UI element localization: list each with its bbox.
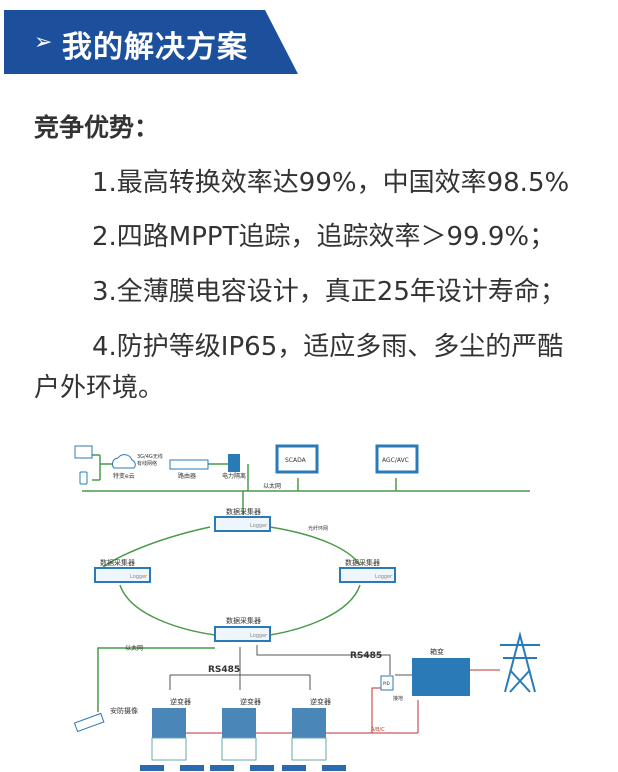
- cloud-label: 特变e云: [113, 472, 135, 480]
- agc-monitor-icon: [375, 444, 419, 474]
- phone-icon: [79, 471, 88, 485]
- advantage-item: 3.全薄膜电容设计，真正25年设计寿命；: [92, 277, 566, 307]
- rs485-label: RS485: [208, 665, 240, 675]
- system-diagram: 特变e云 3G/4G无线 有线网络 路由器 电力隔离 SCADA AGC/AVC…: [73, 444, 540, 771]
- logger-left: 数据采集器 Logger: [94, 558, 151, 583]
- svg-text:数据采集器: 数据采集器: [226, 507, 261, 516]
- logger-top: 数据采集器 Logger: [214, 507, 271, 532]
- svg-text:逆变器: 逆变器: [240, 697, 261, 706]
- fiber-ring-label: 光纤环网: [308, 525, 328, 532]
- inverter-1: 逆变器: [151, 697, 191, 761]
- svg-text:Logger: Logger: [250, 633, 268, 639]
- advantage-item: 2.四路MPPT追踪，追踪效率＞99.9%；: [92, 222, 556, 252]
- isolation-label: 电力隔离: [222, 472, 246, 480]
- camera-icon: [73, 712, 105, 733]
- advantage-item-continued: 户外环境。: [34, 373, 165, 403]
- camera-link: [97, 647, 215, 712]
- svg-text:数据采集器: 数据采集器: [226, 616, 261, 625]
- svg-text:Logger: Logger: [130, 574, 148, 580]
- power-tower-icon: [500, 631, 540, 693]
- ground-label: 接地: [393, 695, 403, 702]
- svg-text:逆变器: 逆变器: [170, 697, 191, 706]
- banner-background: [4, 10, 298, 74]
- svg-text:Logger: Logger: [375, 574, 393, 580]
- section-title: 我的解决方案: [62, 30, 248, 65]
- ethernet-label: 以太网: [125, 644, 143, 652]
- fiber-ring-segment: [99, 526, 211, 571]
- logger-bottom: 数据采集器 Logger: [214, 616, 271, 642]
- ethernet-label: 以太网: [263, 482, 281, 490]
- pid-label: PID: [383, 681, 390, 686]
- agc-label: AGC/AVC: [382, 457, 409, 464]
- router-label: 路由器: [178, 472, 196, 480]
- transformer-label: 箱变: [430, 647, 444, 656]
- arrow-right-icon: ➢: [34, 30, 53, 55]
- advantages-heading: 竞争优势：: [34, 113, 160, 142]
- inverter-3: 逆变器: [291, 697, 331, 761]
- cloud-icon: [111, 454, 136, 469]
- solar-panels-icon: [140, 765, 346, 771]
- svg-text:数据采集器: 数据采集器: [345, 558, 380, 567]
- svg-text:Logger: Logger: [250, 523, 268, 529]
- router-icon: [169, 459, 209, 470]
- isolation-icon: [228, 454, 240, 472]
- phase-label: A/B/C: [371, 727, 385, 733]
- section-banner: ➢ 我的解决方案: [4, 10, 298, 74]
- inverter-2: 逆变器: [221, 697, 261, 761]
- advantage-item: 4.防护等级IP65，适应多雨、多尘的严酷: [92, 332, 564, 362]
- network-label: 3G/4G无线: [137, 453, 163, 460]
- scada-label: SCADA: [285, 457, 307, 464]
- transformer-icon: [412, 658, 470, 696]
- network-label: 有线网络: [137, 460, 157, 467]
- rs485-label: RS485: [350, 651, 382, 661]
- logger-right: 数据采集器 Logger: [339, 558, 396, 583]
- scada-monitor-icon: [275, 444, 319, 474]
- monitor-icon: [74, 445, 93, 459]
- pid-box: [380, 675, 394, 691]
- advantage-item: 1.最高转换效率达99%，中国效率98.5%: [92, 168, 570, 198]
- svg-text:逆变器: 逆变器: [310, 697, 331, 706]
- svg-text:数据采集器: 数据采集器: [100, 558, 135, 567]
- camera-label: 安防摄像: [110, 706, 138, 715]
